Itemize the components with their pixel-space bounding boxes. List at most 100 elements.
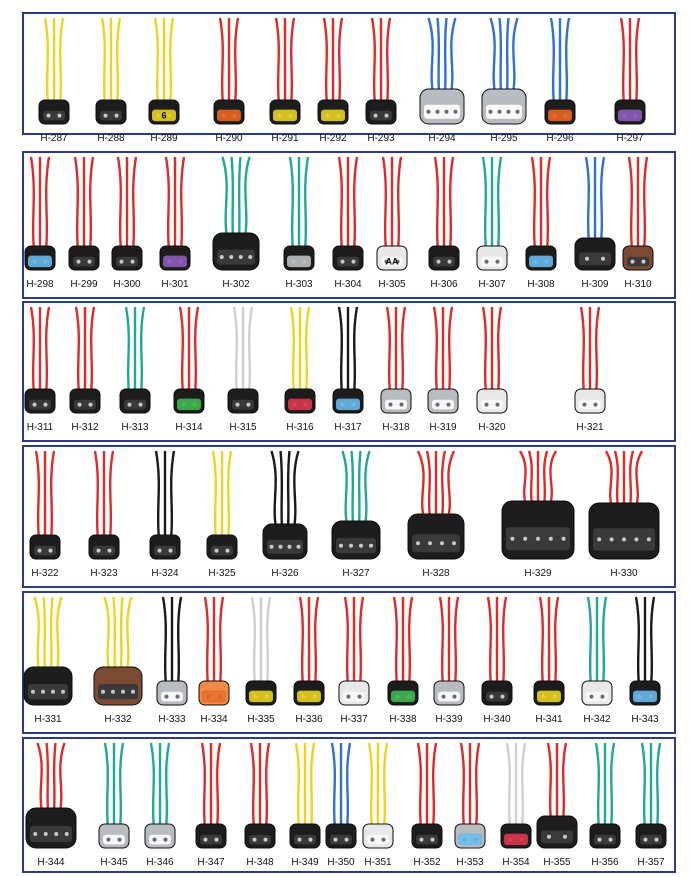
wire xyxy=(655,742,662,829)
terminal-pin xyxy=(435,109,440,114)
terminal-pin xyxy=(440,541,444,546)
wire xyxy=(448,156,455,251)
wire xyxy=(36,742,44,813)
terminal-pin xyxy=(654,837,659,842)
terminal-pin xyxy=(500,694,505,699)
terminal-pin xyxy=(600,694,605,699)
terminal-pin xyxy=(430,837,435,842)
terminal-pin xyxy=(561,536,566,541)
wire xyxy=(634,17,641,105)
terminal-pin xyxy=(601,256,605,261)
terminal-pin xyxy=(484,259,489,264)
wire xyxy=(286,450,291,529)
connector-h-307 xyxy=(476,156,508,271)
terminal-pin xyxy=(510,536,515,541)
terminal-pin xyxy=(88,402,93,407)
connector-h-300 xyxy=(111,156,143,271)
wire xyxy=(279,450,284,529)
connector-face xyxy=(586,691,608,702)
wire xyxy=(44,306,51,394)
connector-h-321 xyxy=(574,306,606,414)
connector-h-320 xyxy=(476,306,508,414)
wire xyxy=(52,742,57,813)
terminal-pin xyxy=(339,543,343,548)
wire xyxy=(233,17,240,105)
terminal-pin xyxy=(297,837,302,842)
connector-face xyxy=(424,104,460,119)
terminal-pin xyxy=(87,259,92,264)
connector-face xyxy=(541,830,573,844)
terminal-pin xyxy=(523,536,528,541)
terminal-pin xyxy=(263,837,268,842)
wire xyxy=(193,306,200,394)
terminal-pin xyxy=(43,832,48,836)
part-number-label: H-341 xyxy=(535,714,563,725)
connector-face xyxy=(28,684,68,700)
terminal-pin xyxy=(308,837,313,842)
terminal-pin xyxy=(622,537,626,542)
connector-insert xyxy=(633,690,657,703)
connector-face xyxy=(232,399,254,410)
terminal-pin xyxy=(54,832,59,836)
connector-h-331 xyxy=(23,596,73,706)
connector-h-309 xyxy=(574,156,616,271)
part-number-label: H-311 xyxy=(26,422,54,433)
wire xyxy=(218,596,225,686)
connector-h-347 xyxy=(195,742,227,849)
connector-h-329 xyxy=(501,450,575,560)
connector-face xyxy=(438,691,460,702)
connector-h-303 xyxy=(283,156,315,271)
wire xyxy=(530,156,537,251)
connector-face xyxy=(579,399,601,410)
wire xyxy=(549,17,556,105)
terminal-pin xyxy=(248,255,253,260)
wire xyxy=(337,156,344,251)
wire xyxy=(579,306,586,394)
connector-h-326 xyxy=(262,450,308,560)
terminal-pin xyxy=(484,402,489,407)
wire xyxy=(634,450,644,508)
terminal-pin xyxy=(585,256,589,261)
connector-h-313 xyxy=(119,306,151,414)
terminal-pin xyxy=(119,259,124,264)
connector-h-354 xyxy=(500,742,532,849)
connector-face xyxy=(416,834,438,845)
terminal-pin xyxy=(447,259,452,264)
wire xyxy=(449,17,457,94)
housing-marking: AA xyxy=(386,257,399,267)
wire xyxy=(230,156,235,238)
terminal-pin xyxy=(333,837,338,842)
part-number-label: H-314 xyxy=(175,422,203,433)
connector-h-350 xyxy=(325,742,357,849)
part-number-label: H-288 xyxy=(97,133,125,144)
terminal-pin xyxy=(643,837,648,842)
part-number-label: H-296 xyxy=(546,133,574,144)
connector-h-291 xyxy=(269,17,301,125)
wire xyxy=(218,17,225,105)
connector-face xyxy=(594,834,616,845)
wire xyxy=(634,596,641,686)
wire xyxy=(289,306,296,394)
connector-h-344 xyxy=(25,742,77,849)
terminal-pin xyxy=(48,548,53,553)
part-number-label: H-310 xyxy=(624,279,652,290)
part-number-label: H-315 xyxy=(229,422,257,433)
connector-h-335 xyxy=(245,596,277,706)
wire xyxy=(604,450,614,508)
part-number-label: H-300 xyxy=(113,279,141,290)
connector-h-298 xyxy=(24,156,56,271)
wire xyxy=(270,450,278,529)
wire xyxy=(250,596,257,686)
part-number-label: H-336 xyxy=(295,714,323,725)
wire xyxy=(538,596,545,686)
part-number-label: H-293 xyxy=(367,133,395,144)
part-number-label: H-320 xyxy=(478,422,506,433)
connector-face xyxy=(481,256,503,267)
wire xyxy=(594,306,601,394)
connector-face xyxy=(267,539,303,554)
wire xyxy=(294,742,301,829)
connector-insert xyxy=(163,255,187,268)
wire xyxy=(125,596,133,672)
connector-h-294 xyxy=(419,17,465,125)
connector-h-288 xyxy=(95,17,127,125)
